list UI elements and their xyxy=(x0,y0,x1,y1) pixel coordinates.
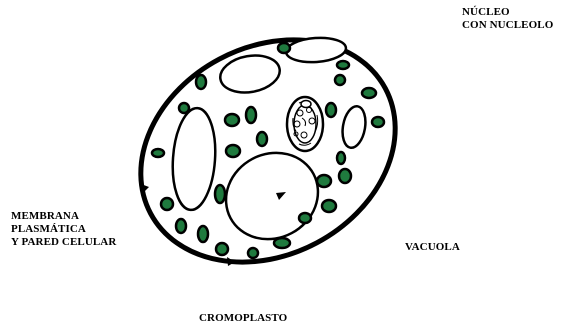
chromoplast xyxy=(176,219,186,233)
chromoplast xyxy=(257,132,267,146)
nucleus xyxy=(287,97,323,151)
chromoplast xyxy=(274,238,290,248)
chromoplast xyxy=(278,43,290,53)
chromoplast xyxy=(339,169,351,183)
chromoplast xyxy=(248,248,258,258)
label-membrane: MEMBRANA PLASMÁTICA Y PARED CELULAR xyxy=(11,210,116,249)
chromoplast xyxy=(226,145,240,157)
chromoplast xyxy=(322,200,336,212)
label-nucleus-line1: NÚCLEO xyxy=(462,6,553,19)
chromoplast xyxy=(362,88,376,98)
label-nucleus-line2: CON NUCLEOLO xyxy=(462,19,553,32)
chromoplast xyxy=(198,226,208,242)
chromoplast xyxy=(337,152,345,164)
chromoplast xyxy=(179,103,189,113)
label-chromoplast: CROMOPLASTO xyxy=(199,312,287,325)
chromoplast xyxy=(246,107,256,123)
chromoplast xyxy=(152,149,164,157)
chromoplast xyxy=(335,75,345,85)
label-membrane-line1: MEMBRANA xyxy=(11,210,116,223)
chromoplast xyxy=(225,114,239,126)
chromoplast xyxy=(337,61,349,69)
chromoplast xyxy=(299,213,311,223)
chromoplast xyxy=(196,75,206,89)
chromoplast xyxy=(372,117,384,127)
nucleolus xyxy=(301,101,311,108)
chromoplast xyxy=(216,243,228,255)
label-membrane-line3: Y PARED CELULAR xyxy=(11,236,116,249)
chromoplast xyxy=(326,103,336,117)
chromoplast xyxy=(161,198,173,210)
label-nucleus: NÚCLEO CON NUCLEOLO xyxy=(462,6,553,32)
chromoplast xyxy=(215,185,225,203)
label-vacuole: VACUOLA xyxy=(405,241,460,254)
label-membrane-line2: PLASMÁTICA xyxy=(11,223,116,236)
chromoplast xyxy=(317,175,331,187)
